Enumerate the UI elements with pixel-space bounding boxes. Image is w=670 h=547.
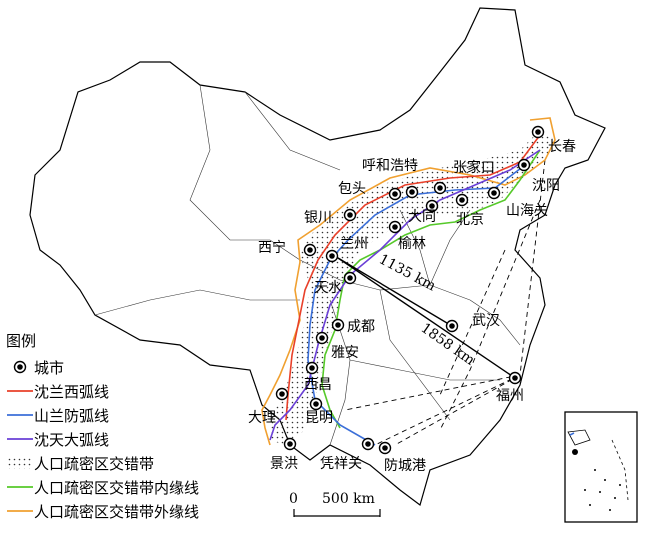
svg-text:榆林: 榆林 [398,236,426,252]
city-fangchenggang: 防城港 [378,441,426,474]
city-shanhaiguan: 山海关 [487,186,548,219]
scale-bar: 0 500 km [289,491,381,517]
red-line-icon [6,386,34,396]
svg-text:雅安: 雅安 [331,345,359,361]
svg-text:武汉: 武汉 [472,313,500,329]
svg-text:沈阳: 沈阳 [532,178,560,194]
svg-text:大理: 大理 [248,410,276,426]
legend-title: 图例 [6,332,37,350]
legend-item-inner-edge: 人口疏密区交错带内缘线 [6,475,199,499]
distance-lines [337,257,516,379]
city-pingxiangguan: 凭祥关 [320,437,375,472]
city-changchun: 长春 [531,125,576,155]
blue-line-icon [6,410,34,420]
svg-text:兰州: 兰州 [340,236,368,252]
legend-label: 城市 [34,358,65,377]
distance-label-1: 1135 km [376,251,438,294]
svg-text:银川: 银川 [304,210,332,226]
legend-label: 山兰防弧线 [34,406,110,425]
svg-text:西宁: 西宁 [258,239,286,256]
city-baotou: 包头 [338,181,402,201]
svg-text:长春: 长春 [548,139,576,155]
dashed-lines [344,159,546,446]
legend-item-city: 城市 [6,355,199,379]
svg-text:成都: 成都 [347,319,375,335]
city-yaan: 雅安 [315,331,359,361]
city-kunming: 昆明 [305,397,333,426]
city-chengdu: 成都 [331,318,375,335]
city-wuhan: 武汉 [445,313,500,333]
legend: 图例 城市 沈兰西弧线 山兰防弧线 沈天大弧线 人口疏密区交错带 人口疏密区交错… [6,330,199,523]
city-yulin: 榆林 [388,220,426,252]
svg-text:凭祥关: 凭祥关 [320,456,362,472]
legend-label: 人口疏密区交错带内缘线 [34,478,200,497]
svg-text:北京: 北京 [456,212,484,228]
city-huhehaote: 呼和浩特 [362,158,419,199]
city-xichang: 西昌 [304,361,332,393]
city-dot-icon [6,360,34,374]
legend-label: 人口疏密区交错带外缘线 [34,502,200,521]
cities-layer: 长春 沈阳 山海关 北京 张家口 呼和浩特 包头 大同 榆林 银川 兰州 西宁 … [248,125,576,474]
legend-item-arc-shan-lan-fang: 山兰防弧线 [6,403,199,427]
legend-label: 人口疏密区交错带 [34,454,155,473]
svg-text:福州: 福州 [496,388,524,404]
city-datong: 大同 [408,199,439,225]
city-fuzhou: 福州 [496,371,524,404]
city-zhangjiakou: 张家口 [433,159,495,195]
country-boundary [29,7,606,507]
svg-text:500 km: 500 km [322,491,375,507]
svg-text:西昌: 西昌 [304,377,332,393]
city-xining: 西宁 [258,239,317,257]
legend-label: 沈兰西弧线 [34,382,110,401]
green-line-icon [6,482,34,492]
svg-text:张家口: 张家口 [453,159,495,176]
svg-text:包头: 包头 [338,181,366,197]
south-china-sea-inset [564,411,638,523]
svg-text:0: 0 [289,491,298,507]
svg-text:昆明: 昆明 [305,410,333,426]
city-beijing: 北京 [455,193,484,228]
arc-shen-lan-xi [285,134,541,421]
legend-item-transition-belt: 人口疏密区交错带 [6,451,199,475]
city-lanzhou: 兰州 [325,236,368,263]
legend-item-arc-shen-lan-xi: 沈兰西弧线 [6,379,199,403]
city-dali: 大理 [248,387,289,426]
svg-text:景洪: 景洪 [270,456,298,472]
legend-label: 沈天大弧线 [34,430,110,449]
legend-item-outer-edge: 人口疏密区交错带外缘线 [6,499,199,523]
city-tianshui: 天水 [314,271,357,296]
svg-text:天水: 天水 [314,280,342,296]
svg-text:大同: 大同 [408,209,436,225]
dots-pattern-icon [6,457,34,469]
city-yinchuan: 银川 [304,208,357,226]
outer-edge-line [261,117,556,446]
inner-edge-line [321,149,541,429]
purple-line-icon [6,434,34,444]
legend-item-arc-shen-tian-da: 沈天大弧线 [6,427,199,451]
orange-line-icon [6,506,34,516]
city-shenyang: 沈阳 [517,158,560,194]
svg-text:山海关: 山海关 [506,203,548,219]
svg-text:防城港: 防城港 [384,458,426,474]
svg-text:呼和浩特: 呼和浩特 [362,158,418,174]
city-jinghong: 景洪 [270,437,298,472]
